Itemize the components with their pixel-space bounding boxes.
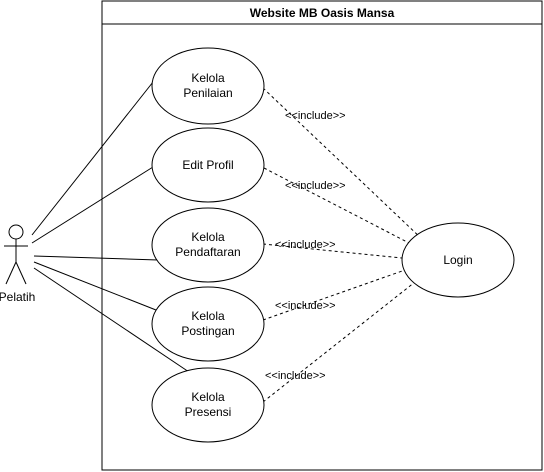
- association-penilaian: [31, 81, 154, 236]
- system-title: Website MB Oasis Mansa: [250, 6, 395, 20]
- include-line-postingan: [262, 269, 406, 321]
- use-case-presensi-line2: Presensi: [185, 405, 232, 419]
- actor-head: [8, 224, 24, 240]
- include-label-postingan: <<include>>: [275, 300, 336, 312]
- use-case-pendaftaran-line2: Pendaftaran: [175, 245, 240, 259]
- association-pendaftaran: [33, 255, 159, 261]
- include-label-presensi: <<include>>: [265, 370, 326, 382]
- include-label-edit-profil: <<include>>: [285, 180, 346, 192]
- use-case-kelola-presensi: [151, 367, 265, 443]
- use-case-postingan-line1: Kelola: [191, 309, 225, 323]
- association-edit-profil: [31, 166, 154, 244]
- include-dependencies: [262, 87, 424, 403]
- include-line-presensi: [262, 281, 416, 403]
- use-case-postingan-line2: Postingan: [181, 324, 234, 338]
- use-case-kelola-penilaian: [151, 47, 265, 125]
- use-case-edit-profil-label: Edit Profil: [182, 158, 233, 172]
- association-postingan: [33, 261, 157, 311]
- use-case-kelola-postingan: [151, 286, 265, 362]
- actor-left-leg: [5, 261, 17, 285]
- include-line-penilaian: [262, 87, 424, 241]
- association-presensi: [33, 267, 190, 373]
- use-case-kelola-pendaftaran: [151, 207, 265, 283]
- use-case-presensi-line1: Kelola: [191, 390, 225, 404]
- use-case-pendaftaran-line1: Kelola: [191, 230, 225, 244]
- include-label-penilaian: <<include>>: [285, 110, 346, 122]
- actor-label: Pelatih: [0, 290, 35, 304]
- actor-right-leg: [15, 261, 27, 285]
- use-case-login: [401, 222, 515, 298]
- use-case-penilaian-line1: Kelola: [191, 71, 225, 85]
- include-label-pendaftaran: <<include>>: [275, 239, 336, 251]
- associations: [31, 81, 190, 373]
- use-case-penilaian-line2: Penilaian: [183, 86, 232, 100]
- use-case-login-label: Login: [443, 253, 472, 267]
- include-line-pendaftaran: [262, 243, 403, 259]
- use-case-edit-profil: [151, 127, 265, 203]
- actor-pelatih: [4, 224, 28, 285]
